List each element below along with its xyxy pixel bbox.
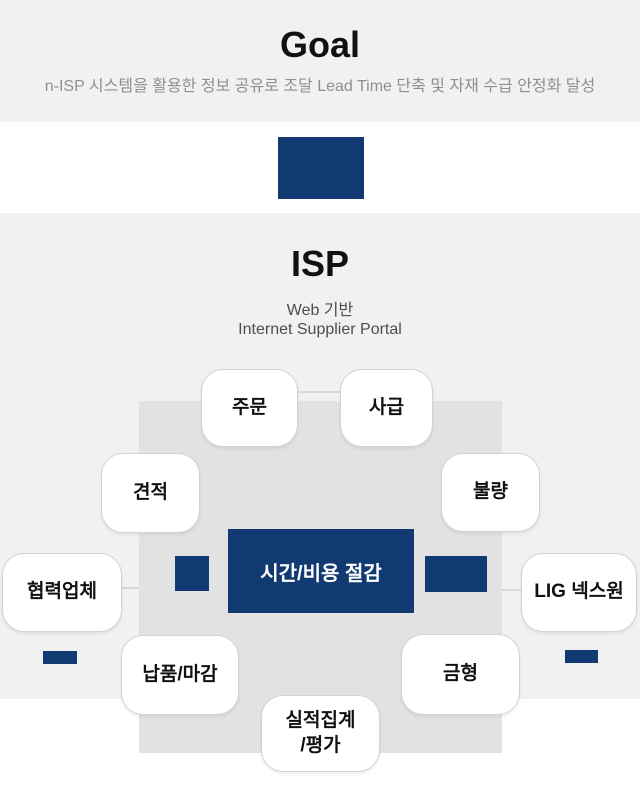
blue-bar-left xyxy=(43,651,77,664)
node-quotation-label: 견적 xyxy=(133,481,168,503)
blue-bar-right xyxy=(565,650,598,663)
goal-subtitle: n-ISP 시스템을 활용한 정보 공유로 조달 Lead Time 단축 및 … xyxy=(44,78,596,95)
isp-title: ISP xyxy=(290,243,350,284)
node-delivery-closing: 납품/마감 xyxy=(121,635,239,715)
blue-block-left xyxy=(175,556,209,591)
node-mold-label: 금형 xyxy=(443,663,478,685)
node-defect: 불량 xyxy=(441,453,540,532)
node-mold: 금형 xyxy=(401,634,520,715)
goal-title: Goal xyxy=(279,24,360,65)
node-supply: 사급 xyxy=(340,369,433,447)
node-lig-nex1-label: LIG 넥스원 xyxy=(534,581,624,603)
goal-section: Goal n-ISP 시스템을 활용한 정보 공유로 조달 Lead Time … xyxy=(0,0,640,122)
node-delivery-closing-label: 납품/마감 xyxy=(142,663,218,685)
connector-line-top xyxy=(298,391,340,393)
node-supply-label: 사급 xyxy=(369,396,404,418)
isp-subtitle-line1: Web 기반 xyxy=(286,302,354,319)
node-performance-evaluation: 실적집계 /평가 xyxy=(261,695,380,772)
isp-subtitle-line2: Internet Supplier Portal xyxy=(238,321,402,338)
center-box-label: 시간/비용 절감 xyxy=(260,562,382,585)
blue-block-top xyxy=(278,137,364,199)
node-partner-company: 협력업체 xyxy=(2,553,122,632)
node-performance-evaluation-label-line2: /평가 xyxy=(300,734,341,756)
connector-line-left xyxy=(122,587,139,589)
blue-block-right xyxy=(425,556,487,592)
connector-line-right xyxy=(502,589,521,591)
node-partner-company-label: 협력업체 xyxy=(27,581,97,603)
node-order-label: 주문 xyxy=(232,396,267,418)
node-defect-label: 불량 xyxy=(473,481,508,503)
node-performance-evaluation-label-line1: 실적집계 xyxy=(285,709,356,731)
center-box: 시간/비용 절감 xyxy=(228,529,414,613)
node-lig-nex1: LIG 넥스원 xyxy=(521,553,637,632)
node-order: 주문 xyxy=(201,369,298,447)
node-quotation: 견적 xyxy=(101,453,200,533)
